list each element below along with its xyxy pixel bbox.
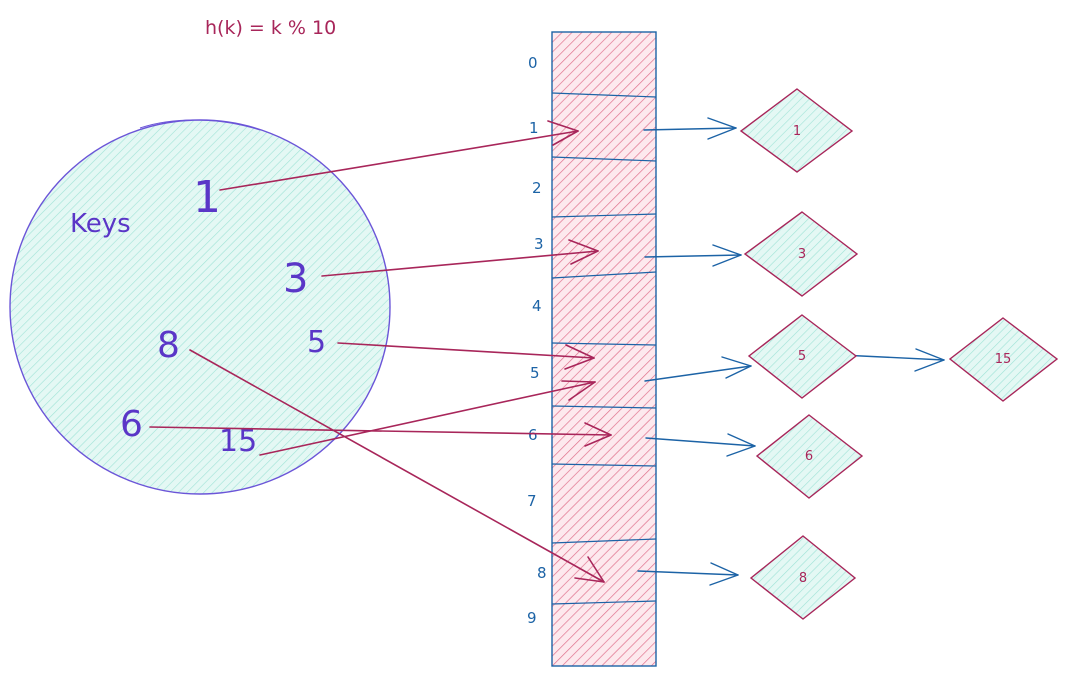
key-15: 15 [219, 424, 257, 459]
slot-divider [551, 213, 657, 218]
chain-node-3-label: 3 [798, 247, 806, 262]
key-1: 1 [193, 172, 221, 223]
chain-node-5: 5 [747, 314, 858, 399]
slot-index-2: 2 [532, 179, 542, 197]
key-5: 5 [307, 325, 326, 360]
hash-table [551, 31, 657, 667]
chain-arrows [637, 117, 945, 586]
key-3: 3 [283, 256, 308, 302]
keys-set: Keys 1 3 5 8 6 15 [9, 119, 391, 495]
chain-node-15-label: 15 [995, 352, 1012, 367]
chain-node-15: 15 [948, 317, 1059, 402]
chain-node-3: 3 [743, 211, 859, 297]
arrow-slot-1-to-node-1 [643, 117, 737, 140]
slot-divider [551, 538, 657, 544]
arrow-key-1-to-slot-1 [219, 120, 579, 191]
hash-function-formula: h(k) = k % 10 [205, 17, 336, 39]
chain-node-5-label: 5 [798, 349, 806, 364]
chain-node-6: 6 [755, 414, 864, 499]
slot-index-0: 0 [528, 54, 538, 72]
slot-index-8: 8 [537, 564, 547, 582]
slot-index-5: 5 [530, 364, 540, 382]
slot-divider [551, 600, 657, 605]
slot-divider [551, 342, 657, 346]
arrow-node-5-to-node-15 [840, 348, 945, 372]
keys-circle-sketch-line [139, 119, 261, 131]
keys-label: Keys [70, 209, 131, 239]
arrow-key-15-to-slot-5 [259, 380, 596, 456]
arrow-slot-6-to-node-6 [645, 433, 756, 457]
slot-index-9: 9 [527, 609, 537, 627]
arrow-key-6-to-slot-6 [149, 422, 612, 447]
slot-index-1: 1 [529, 119, 539, 137]
key-8: 8 [157, 325, 180, 366]
slot-index-4: 4 [532, 297, 542, 315]
slot-divider [551, 271, 657, 279]
chain-node-6-label: 6 [805, 449, 813, 464]
key-6: 6 [120, 404, 143, 445]
chain-node-1-label: 1 [793, 124, 801, 139]
chain-node-1: 1 [739, 88, 854, 173]
arrow-slot-5-to-node-5 [644, 356, 752, 382]
slot-index-6: 6 [528, 426, 538, 444]
slot-index-3: 3 [534, 235, 544, 253]
slot-divider [551, 92, 657, 98]
arrow-slot-3-to-node-3 [644, 244, 742, 267]
slot-indices: 0 1 2 3 4 5 6 7 8 9 [527, 54, 547, 627]
arrow-key-8-to-slot-8 [189, 349, 605, 583]
chain-nodes: 1 3 5 15 6 8 [739, 88, 1059, 620]
slot-divider [551, 405, 657, 409]
arrow-key-3-to-slot-3 [321, 239, 599, 277]
key-arrows [149, 120, 612, 583]
chain-node-8-label: 8 [799, 571, 807, 586]
chain-node-8: 8 [749, 535, 857, 620]
slot-divider [551, 156, 657, 162]
arrow-slot-8-to-node-8 [637, 562, 739, 586]
arrow-key-5-to-slot-5 [337, 342, 595, 370]
hash-table-body [551, 31, 657, 667]
slot-divider [551, 463, 657, 467]
slot-index-7: 7 [527, 492, 537, 510]
